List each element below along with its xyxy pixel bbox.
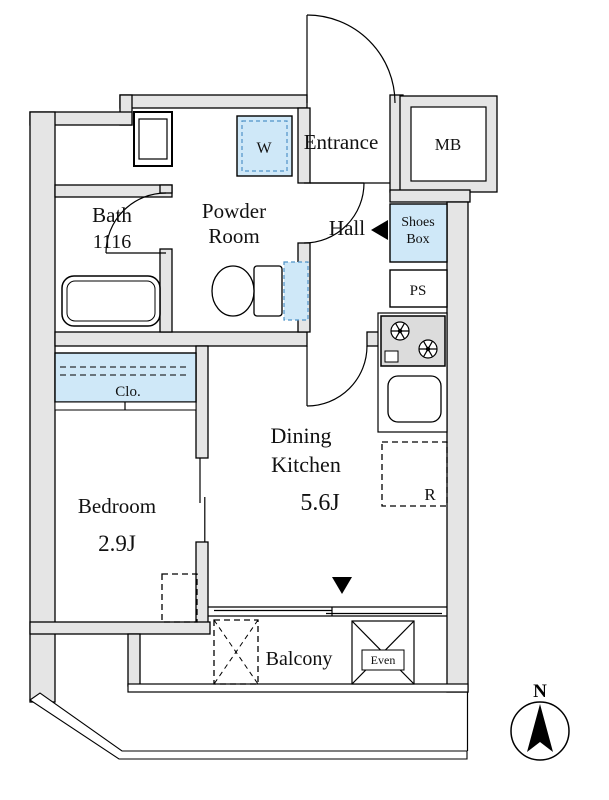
wall-balcony-left: [127, 633, 141, 687]
room-size-bedroom: 2.9J: [98, 531, 136, 556]
water-heater: [133, 111, 173, 167]
outer-wall-top: [119, 94, 308, 109]
room-label-dk-2: Kitchen: [271, 452, 341, 477]
wall-bath-powder-stub: [159, 184, 173, 194]
wall-bedroom-dk-upper: [195, 345, 209, 459]
pipe-space-box: [389, 269, 448, 308]
balcony-sliding-door: [208, 606, 447, 617]
room-label-bath: Bath: [92, 203, 132, 227]
room-size-bath: 1116: [93, 231, 132, 253]
bath-door: [105, 192, 167, 254]
outer-wall-right: [446, 201, 469, 693]
meter-box-interior: [410, 106, 487, 182]
balcony-railing: [127, 683, 469, 693]
outer-wall-left: [29, 111, 56, 703]
north-arrow-icon: [527, 704, 553, 752]
wall-bedroom-bottom: [29, 621, 211, 635]
direction-triangle-icon: [332, 577, 352, 594]
room-label-entrance: Entrance: [304, 130, 379, 154]
compass: N: [510, 681, 570, 761]
room-label-powder-2: Room: [208, 224, 259, 248]
label-washer: W: [256, 140, 272, 157]
kitchen-counter: [377, 312, 448, 433]
room-size-dk: 5.6J: [300, 490, 339, 516]
shoes-box: [389, 203, 448, 263]
toilet: [211, 261, 309, 321]
room-label-balcony: Balcony: [266, 648, 333, 670]
evacuation-hatch: [351, 620, 415, 685]
wall-bath-powder: [159, 248, 173, 333]
room-label-mb: MB: [435, 135, 461, 154]
washing-machine-area: [236, 115, 293, 177]
wall-bedroom-dk-lower: [195, 541, 209, 625]
room-label-dk-1: Dining: [270, 423, 331, 448]
closet: [54, 352, 197, 411]
bedroom-sliding-door: [199, 458, 206, 542]
toilet-service-area: [283, 261, 309, 321]
bathtub: [61, 275, 161, 327]
site-boundary-band: [29, 692, 468, 760]
room-label-bedroom: Bedroom: [78, 494, 156, 518]
dk-door: [306, 345, 368, 407]
room-label-ps: PS: [410, 283, 427, 299]
stove-icon: [380, 315, 446, 367]
entry-arrow-icon: [371, 220, 388, 240]
room-label-shoes-1: Shoes: [401, 215, 434, 230]
room-label-closet: Clo.: [115, 384, 140, 400]
label-evacuation-hatch: Even: [371, 653, 396, 667]
wall-bath-top: [54, 184, 173, 198]
entrance-door: [306, 14, 396, 104]
wall-powder-dk: [54, 331, 308, 347]
ac-outdoor-unit-space: [213, 619, 259, 685]
room-label-powder-1: Powder: [202, 199, 266, 223]
room-label-shoes-2: Box: [406, 232, 429, 247]
sink: [387, 375, 442, 423]
compass-north-label: N: [533, 681, 547, 702]
refrigerator-space: [381, 441, 448, 507]
bedroom-equipment-space: [161, 573, 198, 623]
label-refrigerator: R: [424, 485, 436, 504]
wall-below-meter-box: [389, 189, 471, 203]
room-label-hall: Hall: [329, 216, 365, 240]
